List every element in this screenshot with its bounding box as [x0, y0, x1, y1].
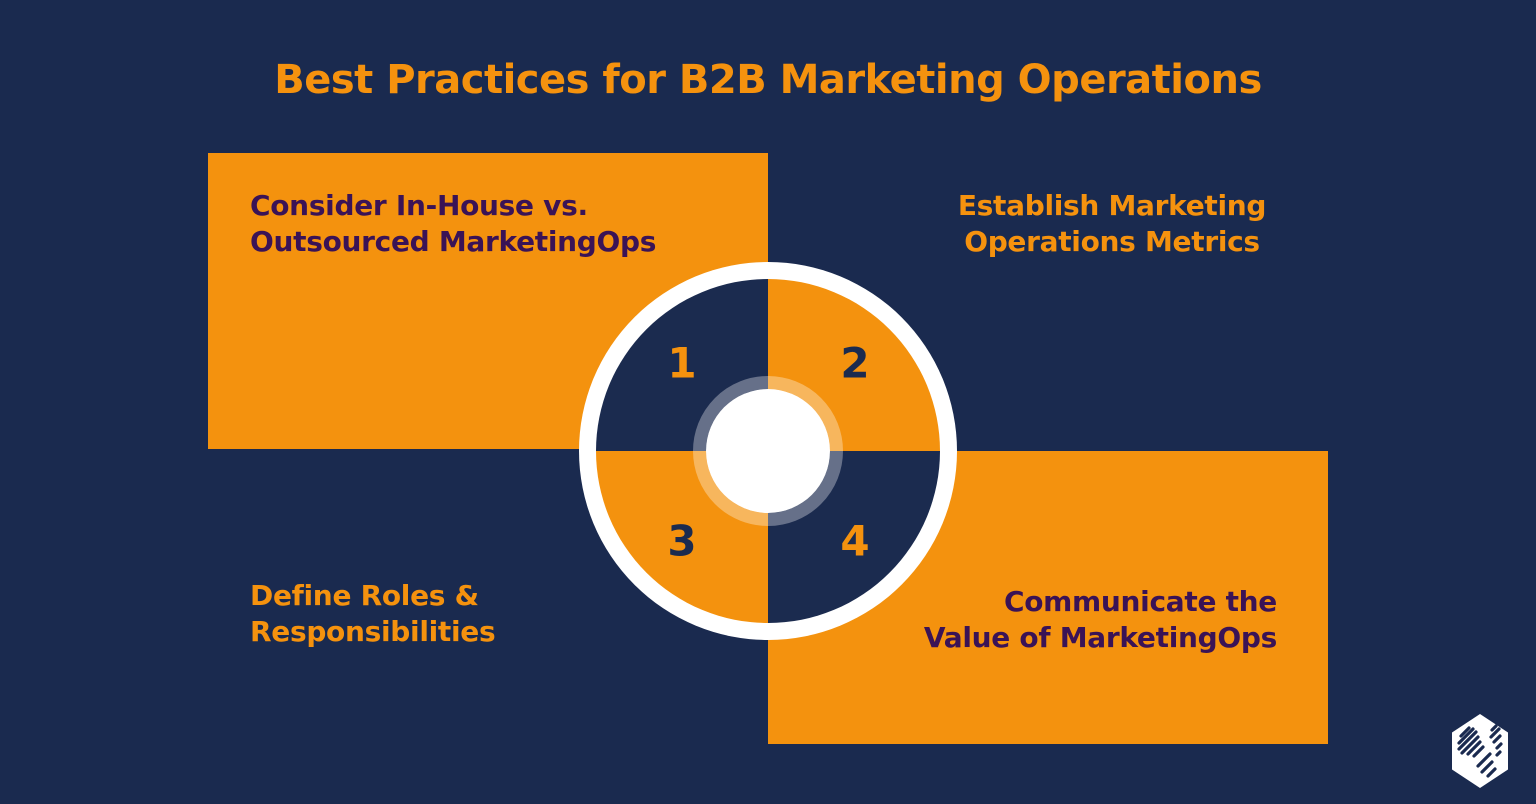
- step-3-number: 3: [667, 516, 697, 566]
- hexagon-stripes-logo-icon: [1447, 711, 1513, 791]
- page-title: Best Practices for B2B Marketing Operati…: [274, 57, 1262, 103]
- step-4-label-line1: Communicate the: [1003, 585, 1277, 618]
- step-2-label-line2: Operations Metrics: [964, 225, 1260, 258]
- hub-circle: [706, 389, 830, 513]
- step-1-label-line1: Consider In-House vs.: [250, 189, 588, 222]
- step-3-label: Define Roles & Responsibilities: [250, 578, 496, 650]
- step-1-label-line2: Outsourced MarketingOps: [250, 225, 657, 258]
- step-4-number: 4: [840, 516, 870, 566]
- step-4-label: Communicate the Value of MarketingOps: [924, 584, 1277, 656]
- step-3-label-line1: Define Roles &: [250, 579, 479, 612]
- step-1-label: Consider In-House vs. Outsourced Marketi…: [250, 188, 656, 260]
- step-2-number: 2: [840, 338, 870, 388]
- step-2-label: Establish Marketing Operations Metrics: [938, 188, 1286, 260]
- step-1-number: 1: [667, 338, 697, 388]
- step-3-label-line2: Responsibilities: [250, 615, 496, 648]
- step-4-label-line2: Value of MarketingOps: [923, 621, 1277, 654]
- step-2-label-line1: Establish Marketing: [957, 189, 1267, 222]
- quadrant-wheel: 1 2 3 4: [579, 262, 957, 640]
